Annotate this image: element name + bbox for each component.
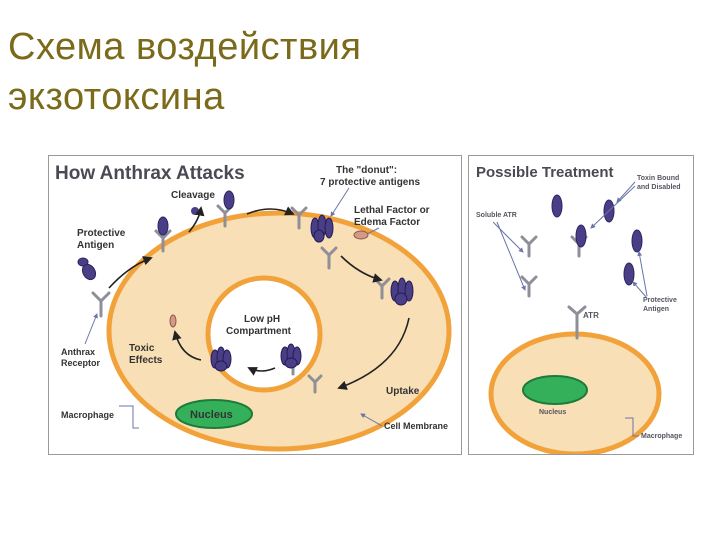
protective-antigen-label-line-2: Antigen	[77, 240, 114, 251]
bound-antigen-2	[223, 190, 235, 210]
lethal-factor-label-line-2: Edema Factor	[354, 217, 420, 228]
protective-antigen-label-line-1: Protective	[643, 297, 677, 304]
soluble-atr-receptors	[520, 235, 588, 340]
receptor-8	[307, 374, 323, 394]
pointer-toxin-1	[616, 181, 636, 203]
free-protective-antigen	[77, 257, 97, 281]
nucleus-shape	[175, 399, 253, 429]
arrow-cleavage	[188, 206, 205, 233]
donut-label-line-1: The "donut":	[336, 165, 397, 176]
anthrax-attack-svg: How Anthrax Attacks The "donut": 7 prote…	[55, 163, 452, 452]
panel-heading: How Anthrax Attacks	[55, 163, 245, 184]
macrophage-label: Macrophage	[641, 433, 682, 440]
cleaved-fragment	[191, 207, 199, 215]
lethal-factor-pointer	[366, 227, 380, 235]
heptamer-1	[310, 214, 334, 243]
toxin-4	[631, 229, 643, 253]
nucleus-label: Nucleus	[190, 409, 233, 421]
atr-membrane-receptor	[567, 305, 587, 340]
nucleus-label: Nucleus	[539, 409, 566, 416]
atr-label: ATR	[583, 311, 599, 320]
receptor-5	[320, 246, 338, 270]
arrow-uptake	[337, 317, 410, 390]
slide-title-line-1: Схема воздействия	[8, 26, 362, 68]
arrow-bind	[108, 256, 153, 289]
bound-antigen-1	[157, 216, 169, 236]
receptor-2	[154, 229, 172, 253]
possible-treatment-diagram: Possible Treatment Toxin Bound and Disab…	[468, 155, 694, 455]
anthrax-receptor-label-line-2: Receptor	[61, 358, 101, 368]
receptor-1	[91, 291, 111, 318]
soluble-atr-label: Soluble ATR	[476, 212, 517, 219]
heptamer-2	[390, 277, 414, 306]
slide-title-line-2: экзотоксина	[8, 76, 225, 118]
toxic-effects-label-line-2: Effects	[129, 355, 163, 366]
antigen-head	[77, 257, 89, 267]
donut-pointer	[330, 187, 350, 217]
macrophage-bracket	[625, 417, 639, 437]
toxin-1	[551, 194, 563, 218]
cleavage-label: Cleavage	[171, 190, 215, 201]
pointer-toxin-2	[590, 185, 636, 229]
process-arrows	[108, 206, 410, 390]
macrophage-bracket	[119, 405, 139, 429]
pointer-antigen-2	[632, 281, 648, 299]
cell-membrane-pointer	[360, 413, 383, 427]
heptamer-3	[210, 346, 232, 372]
pointer-lines	[492, 181, 648, 437]
macrophage-label: Macrophage	[61, 410, 114, 420]
arrow-toxic	[172, 330, 202, 361]
anthrax-attack-diagram: How Anthrax Attacks The "donut": 7 prote…	[48, 155, 462, 455]
bound-antigens	[157, 190, 235, 236]
treated-nucleus-shape	[522, 375, 588, 405]
arrow-internal	[247, 367, 276, 376]
protective-antigen-label-line-2: Antigen	[643, 306, 669, 313]
treatment-heading: Possible Treatment	[476, 164, 614, 181]
pointer-antigen-1	[637, 251, 648, 297]
toxin-3	[575, 224, 587, 248]
arrow-assembly	[246, 206, 295, 216]
soluble-receptor-2	[520, 275, 538, 298]
uptake-label: Uptake	[386, 386, 420, 397]
pointer-soluble-2	[496, 221, 526, 291]
toxic-effects-label-line-1: Toxic	[129, 343, 155, 354]
protective-antigen-label-line-1: Protective	[77, 228, 126, 239]
cell-membrane-label: Cell Membrane	[384, 421, 448, 431]
donut-label-line-2: 7 protective antigens	[320, 177, 420, 188]
antigen-body	[81, 263, 97, 281]
toxin-bound-label-line-1: Toxin Bound	[637, 175, 679, 182]
arrow-factor-bind	[340, 255, 383, 283]
toxin-bound-label-line-2: and Disabled	[637, 184, 681, 191]
pointer-soluble-1	[492, 221, 524, 253]
possible-treatment-svg: Possible Treatment Toxin Bound and Disab…	[476, 164, 682, 454]
lethal-factor-label-line-1: Lethal Factor or	[354, 205, 430, 216]
lethal-factor-shape	[353, 230, 369, 240]
low-ph-label-line-2: Compartment	[226, 326, 292, 337]
heptamer-4	[280, 343, 302, 369]
low-ph-label-line-1: Low pH	[244, 314, 280, 325]
toxin-5	[623, 262, 635, 286]
bound-toxins	[551, 194, 643, 286]
soluble-receptor-1	[520, 235, 538, 258]
released-factor	[169, 314, 177, 328]
anthrax-receptor-label-line-1: Anthrax	[61, 347, 95, 357]
slide-title: Схема воздействия экзотоксина	[8, 22, 448, 122]
receptor-pointer	[84, 313, 98, 345]
